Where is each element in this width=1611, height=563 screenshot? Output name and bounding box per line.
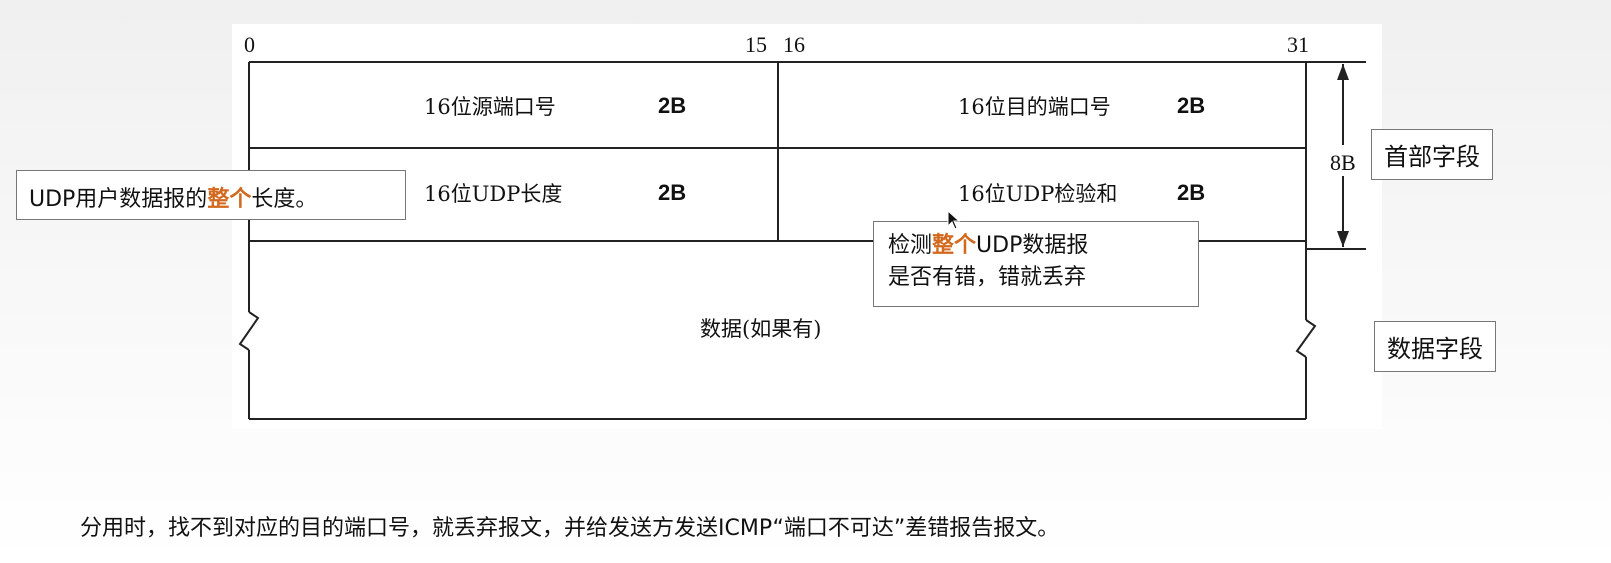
checksum-note-line1: 检测整个UDP数据报: [888, 233, 1089, 258]
right-zigzag: [1295, 319, 1317, 358]
checksum-annotation-box: 检测整个UDP数据报 是否有错，错就丢弃: [873, 221, 1199, 307]
bit-label-15: 15: [745, 32, 767, 57]
udp-length-size: 2B: [658, 180, 687, 205]
length-note-before: UDP用户数据报的: [29, 187, 208, 212]
udp-checksum-label: 16位UDP检验和: [958, 182, 1118, 206]
double-arrow-icon: [1337, 64, 1349, 247]
length-note-after: 长度。: [251, 187, 318, 212]
source-port-size: 2B: [658, 93, 687, 118]
length-annotation-box: UDP用户数据报的整个长度。: [16, 170, 406, 220]
header-section-box: 首部字段: [1371, 129, 1493, 180]
bit-label-16: 16: [783, 32, 805, 57]
data-field-label: 数据(如果有): [700, 317, 822, 341]
dest-port-size: 2B: [1177, 93, 1206, 118]
length-note-highlight: 整个: [207, 187, 252, 212]
mouse-pointer-icon: [947, 210, 961, 230]
udp-length-label: 16位UDP长度: [424, 182, 563, 206]
bottom-note: 分用时，找不到对应的目的端口号，就丢弃报文，并给发送方发送ICMP“端口不可达”…: [80, 516, 1060, 541]
checksum-note-line2: 是否有错，错就丢弃: [888, 264, 1087, 290]
dest-port-label: 16位目的端口号: [958, 95, 1111, 119]
left-zigzag: [238, 311, 260, 351]
header-section-label: 首部字段: [1384, 143, 1480, 171]
data-section-label: 数据字段: [1387, 335, 1483, 363]
bit-label-0: 0: [244, 32, 255, 57]
header-size-label: 8B: [1330, 150, 1356, 176]
source-port-label: 16位源端口号: [424, 95, 556, 119]
checksum-note-highlight: 整个: [932, 233, 977, 258]
bit-label-31: 31: [1287, 32, 1309, 57]
udp-checksum-size: 2B: [1177, 180, 1206, 205]
data-section-box: 数据字段: [1374, 321, 1496, 372]
